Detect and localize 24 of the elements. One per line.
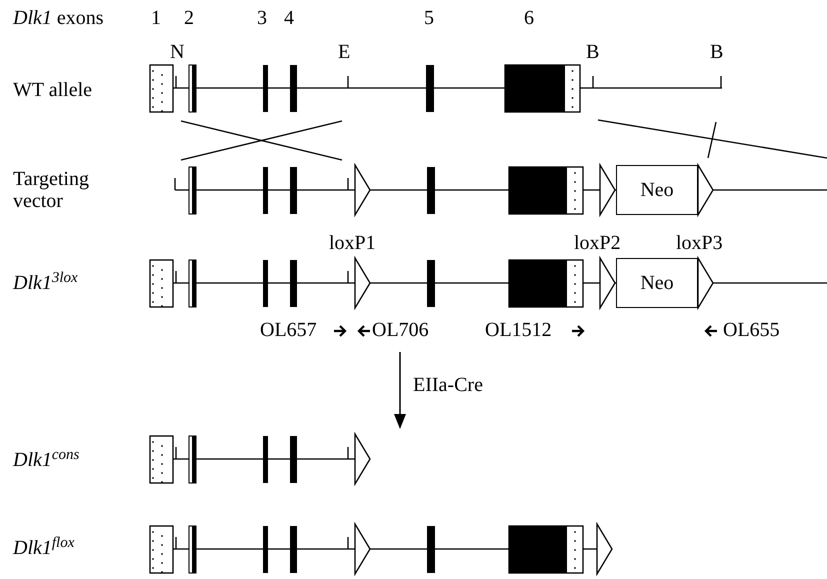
- primer-label: OL1512: [485, 319, 552, 341]
- primer-label: OL655: [723, 319, 780, 341]
- primer-label: OL657: [260, 319, 317, 341]
- row-label: Targeting vector: [13, 168, 90, 212]
- restriction-site-label: N: [170, 41, 184, 63]
- exon-number: 1: [151, 7, 161, 29]
- exon-number: 4: [284, 7, 294, 29]
- row-label: Dlk1$^{3lox}$: [13, 272, 78, 294]
- exon-number: 3: [257, 7, 267, 29]
- restriction-site-label: B: [710, 41, 724, 63]
- row-label: Dlk1$^{flox}$: [13, 537, 74, 559]
- restriction-site-label: B: [586, 41, 600, 63]
- exon-number: 6: [524, 7, 534, 29]
- loxp-label: loxP3: [676, 232, 723, 254]
- restriction-site-label: E: [338, 41, 350, 63]
- loxp-label: loxP1: [329, 232, 376, 254]
- exon-number: 2: [184, 7, 194, 29]
- primer-label: OL706: [372, 319, 429, 341]
- row-heading: Dlk1 exons: [13, 7, 104, 29]
- enzyme-label: EIIa-Cre: [413, 374, 483, 396]
- row-label: Dlk1$^{cons}$: [13, 449, 80, 471]
- loxp-label: loxP2: [574, 232, 621, 254]
- row-label: WT allele: [13, 79, 92, 101]
- exon-number: 5: [424, 7, 434, 29]
